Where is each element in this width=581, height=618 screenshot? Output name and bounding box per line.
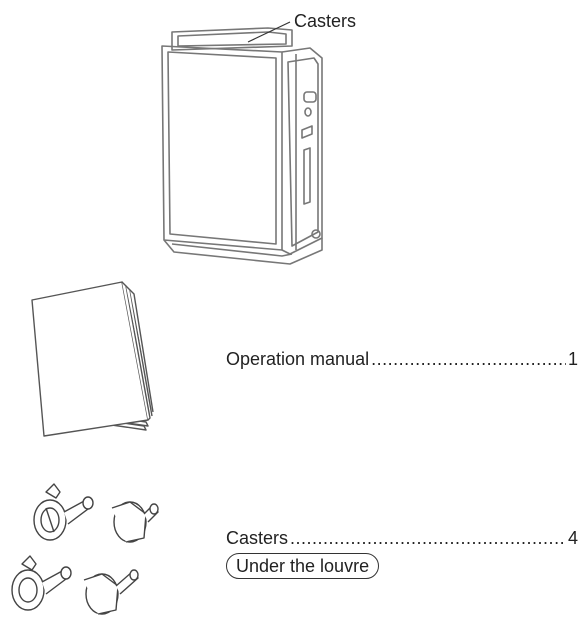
dot-leader xyxy=(290,527,566,549)
item-name: Operation manual xyxy=(226,349,370,369)
item-name: Casters xyxy=(226,528,289,548)
casters-illustration xyxy=(2,478,152,618)
dot-leader xyxy=(371,348,566,370)
unit-callout-label: Casters xyxy=(294,11,357,31)
item-quantity: 4 xyxy=(567,528,578,548)
item-quantity: 1 xyxy=(567,349,578,369)
item-row-casters: Casters 4 xyxy=(226,527,578,549)
operation-manual-illustration xyxy=(22,278,154,442)
air-purifier-unit-illustration xyxy=(150,18,340,268)
location-note-badge: Under the louvre xyxy=(226,553,380,579)
item-row-operation-manual: Operation manual 1 xyxy=(226,348,578,370)
